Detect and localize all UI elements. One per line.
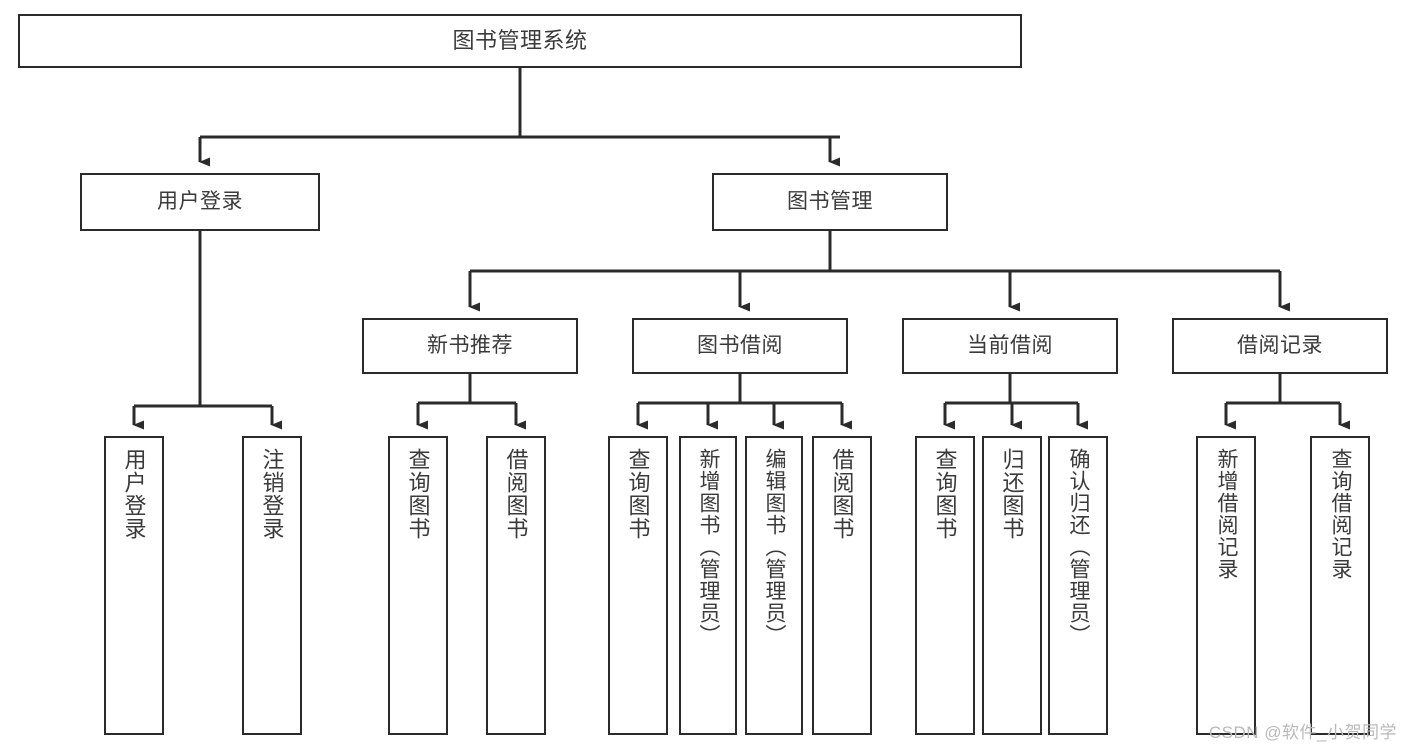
node-leaf-return-book-label: 归还图书 [999, 448, 1025, 540]
node-leaf-query-borrow-record-label: 查询借阅记录 [1329, 448, 1353, 580]
node-leaf-edit-book[interactable]: 编辑图书（管理员） [745, 436, 803, 735]
node-leaf-query-book-borrow[interactable]: 查询图书 [608, 436, 668, 735]
node-leaf-query-book-current-label: 查询图书 [932, 448, 958, 540]
node-leaf-query-borrow-record[interactable]: 查询借阅记录 [1310, 436, 1370, 735]
node-leaf-logout-label: 注销登录 [259, 448, 285, 540]
watermark-text: CSDN @软件_小贺同学 [1208, 723, 1397, 742]
node-leaf-borrow-book-recommend[interactable]: 借阅图书 [486, 436, 546, 735]
node-borrow-record-label: 借阅记录 [1237, 333, 1323, 357]
node-book-manage-label: 图书管理 [787, 189, 873, 213]
node-leaf-query-book-recommend-label: 查询图书 [405, 448, 431, 540]
node-borrow-record[interactable]: 借阅记录 [1172, 318, 1388, 374]
node-leaf-borrow-book-recommend-label: 借阅图书 [503, 448, 529, 540]
edge-group-user-login [132, 231, 282, 430]
node-leaf-borrow-book-label: 借阅图书 [829, 448, 855, 540]
node-leaf-query-book-current[interactable]: 查询图书 [915, 436, 975, 735]
edge-group-current-borrow [943, 374, 1088, 430]
node-leaf-borrow-book[interactable]: 借阅图书 [812, 436, 872, 735]
edge-group-borrow-record [1224, 374, 1350, 430]
edge-group-book-borrow [636, 374, 852, 430]
node-leaf-confirm-return-label: 确认归还（管理员） [1067, 448, 1091, 646]
node-leaf-edit-book-label: 编辑图书（管理员） [763, 448, 787, 646]
node-current-borrow-label: 当前借阅 [967, 333, 1053, 357]
node-leaf-return-book[interactable]: 归还图书 [982, 436, 1042, 735]
node-root[interactable]: 图书管理系统 [18, 14, 1022, 68]
node-leaf-confirm-return[interactable]: 确认归还（管理员） [1048, 436, 1108, 735]
node-new-book-recommend[interactable]: 新书推荐 [362, 318, 578, 374]
node-book-borrow-label: 图书借阅 [697, 333, 783, 357]
edge-group-new-book-rec [416, 374, 526, 430]
edge-group-root [198, 68, 840, 167]
node-leaf-add-book[interactable]: 新增图书（管理员） [679, 436, 737, 735]
node-leaf-query-book-recommend[interactable]: 查询图书 [388, 436, 448, 735]
node-book-borrow[interactable]: 图书借阅 [632, 318, 848, 374]
node-current-borrow[interactable]: 当前借阅 [902, 318, 1118, 374]
node-user-login-label: 用户登录 [157, 189, 243, 213]
edge-group-book-manage [468, 231, 1290, 312]
node-user-login[interactable]: 用户登录 [80, 173, 320, 231]
node-leaf-add-borrow-record-label: 新增借阅记录 [1215, 448, 1239, 580]
node-leaf-query-book-borrow-label: 查询图书 [625, 448, 651, 540]
node-new-book-recommend-label: 新书推荐 [427, 333, 513, 357]
node-book-manage[interactable]: 图书管理 [712, 173, 948, 231]
node-leaf-add-borrow-record[interactable]: 新增借阅记录 [1196, 436, 1256, 735]
node-root-label: 图书管理系统 [452, 28, 588, 54]
node-leaf-logout[interactable]: 注销登录 [242, 436, 302, 735]
node-leaf-user-login-label: 用户登录 [121, 448, 147, 540]
node-leaf-user-login[interactable]: 用户登录 [104, 436, 164, 735]
node-leaf-add-book-label: 新增图书（管理员） [697, 448, 721, 646]
